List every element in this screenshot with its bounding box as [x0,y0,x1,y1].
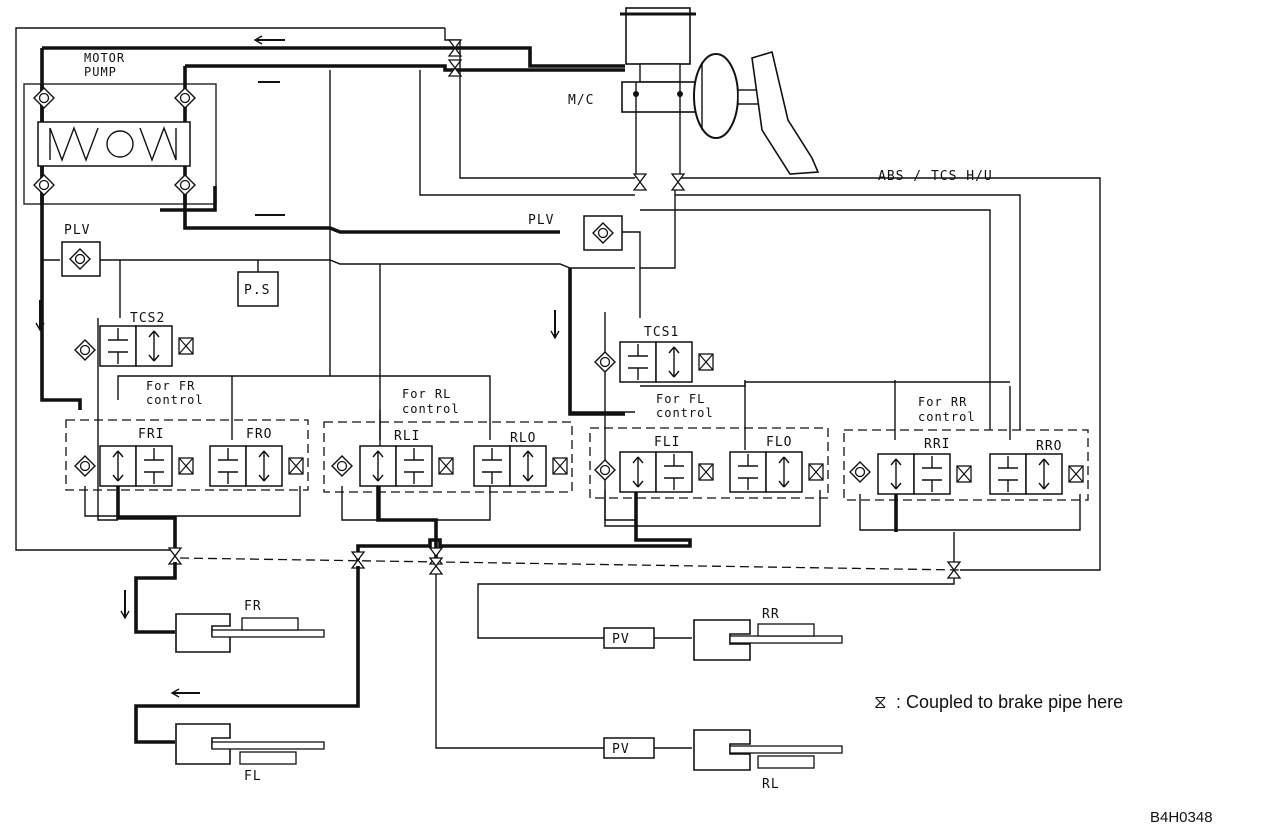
flow-arrows [35,35,560,698]
plv-left: PLV [61,223,101,277]
legend-text: : Coupled to brake pipe here [896,692,1123,712]
rr-valve-group: RRI RRO [843,429,1089,501]
for-rl-control-label: control [402,402,460,416]
figure-code: B4H0348 [1150,809,1213,826]
motor-label: MOTOR [84,51,125,65]
fl-valve-group: FLI FLO [589,427,829,499]
flo-label: FLO [766,435,792,450]
rl-valve-group: RLI RLO [323,421,573,493]
tcs1-label: TCS1 [644,325,679,340]
plv-center: PLV [528,213,623,251]
tcs1-valve: TCS1 For FL control [594,325,714,420]
wheel-fr-label: FR [244,599,262,614]
for-fl-control-label: control [656,406,714,420]
for-rr-control-label: control [918,410,976,424]
for-rr-label: For RR [918,395,967,409]
fro-label: FRO [246,427,272,442]
rri-label: RRI [924,437,950,452]
for-fr-control-label: control [146,393,204,407]
motor-pump: MOTOR PUMP [23,51,217,205]
rro-label: RRO [1036,439,1062,454]
pv-rr-label: PV [612,632,630,647]
tcs2-valve: TCS2 For FR control [74,311,204,407]
pressure-switch-label: P.S [244,283,270,298]
pump-label: PUMP [84,65,117,79]
fr-valve-group: FRI FRO [65,419,309,491]
wheel-rl-label: RL [762,777,780,792]
wheel-rl: PV RL [435,574,843,792]
wheel-rr-label: RR [762,607,780,622]
wheel-fl: FL [134,566,360,784]
master-cylinder-label: M/C [568,93,594,108]
wheel-fr: FR [134,562,325,653]
tcs2-label: TCS2 [130,311,165,326]
return-lines [84,486,1081,571]
legend: ⧖ : Coupled to brake pipe here [874,692,1123,712]
plv-left-label: PLV [64,223,90,238]
pressure-switch: P.S [237,260,279,307]
legend-symbol: ⧖ [874,692,887,712]
fli-label: FLI [654,435,680,450]
for-rl-label: For RL [402,387,451,401]
rlo-label: RLO [510,431,536,446]
for-fl-label: For FL [656,392,705,406]
fri-label: FRI [138,427,164,442]
for-fr-label: For FR [146,379,195,393]
wheel-fl-label: FL [244,769,262,784]
wheel-rr: PV RR [477,578,955,661]
plv-center-label: PLV [528,213,554,228]
pv-rl-label: PV [612,742,630,757]
hydraulic-unit-label: ABS / TCS H/U [878,169,993,184]
master-cylinder: M/C [568,7,820,178]
rli-label: RLI [394,429,420,444]
